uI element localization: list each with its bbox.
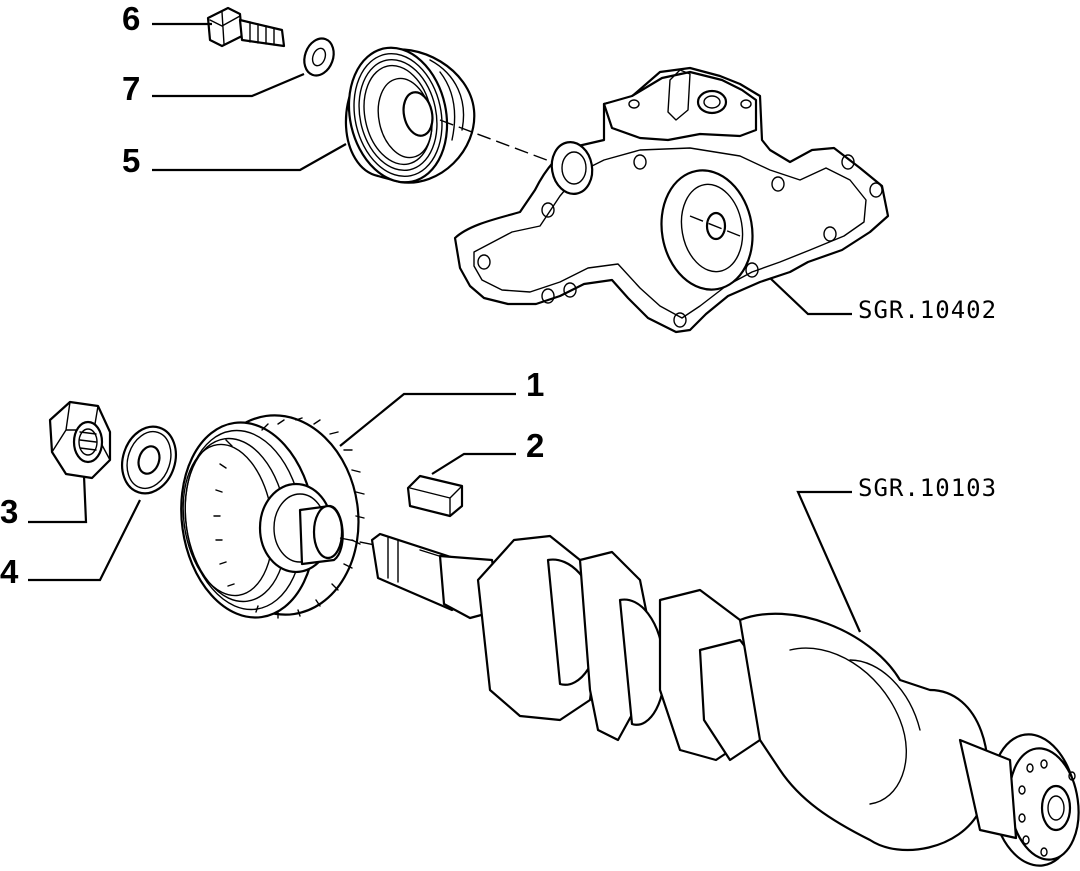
crankshaft-pulley-drawing	[180, 414, 365, 619]
leader-lines	[28, 22, 862, 633]
crankshaft-washer-drawing	[121, 425, 177, 495]
crankshaft-key-drawing	[406, 474, 464, 518]
reference-water-pump: SGR.10402	[858, 296, 997, 324]
callout-part-2: 2	[526, 427, 544, 464]
callout-part-7: 7	[122, 70, 140, 107]
pulley-bolt-drawing	[206, 6, 286, 48]
water-pump-pulley-group	[206, 6, 890, 334]
crankshaft-nut-drawing	[48, 400, 112, 480]
callout-part-3: 3	[0, 493, 18, 530]
callout-part-5: 5	[122, 142, 140, 179]
pulley-axis-line	[439, 119, 561, 166]
water-pump-body-drawing	[453, 66, 890, 334]
crankshaft-drawing	[370, 532, 1080, 867]
callout-part-1: 1	[526, 366, 544, 403]
crankshaft-pulley-group	[48, 400, 1080, 867]
callout-part-6: 6	[122, 0, 140, 37]
reference-crankshaft: SGR.10103	[858, 474, 997, 502]
callout-part-4: 4	[0, 553, 19, 590]
pulley-washer-drawing	[303, 37, 335, 77]
water-pump-pulley-drawing	[344, 46, 476, 184]
